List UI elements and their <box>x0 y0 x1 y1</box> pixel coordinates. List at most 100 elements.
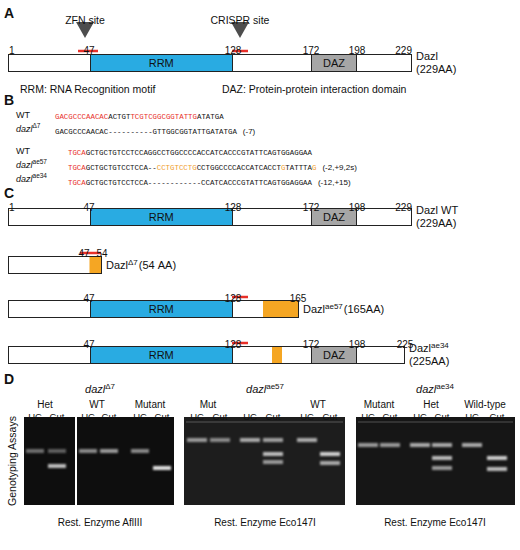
text-line: TGCAGCTGCTGTCCTCCAGGCCTGGCCCCACCATCACCCG… <box>68 140 312 159</box>
text-label: 128 <box>225 39 242 58</box>
annotation-text: Genotyping Assays <box>6 416 18 506</box>
lane-label: UC <box>465 411 479 422</box>
residue-number: 47 <box>78 248 89 259</box>
text-label: 47 <box>83 196 94 215</box>
protein-bar: Dazl (229AA)RRMDAZ <box>8 54 412 72</box>
allele-superscript: ae34 <box>436 382 454 391</box>
protein-name: Dazl <box>106 259 128 271</box>
gel-band <box>320 452 340 456</box>
protein-label: DazlΔ7(54 AA) <box>106 259 176 272</box>
text-label: Mutant <box>364 393 395 412</box>
allele-superscript: ae57 <box>325 302 343 311</box>
frameshift-segment <box>272 347 282 363</box>
residue-number: 172 <box>303 339 320 350</box>
sequence-segment: ATATGA <box>197 113 224 121</box>
protein-name: Dazl <box>303 303 325 315</box>
panel-letter: D <box>4 371 14 387</box>
gel-band <box>187 438 207 442</box>
annotation-text: RRM: RNA Recognition motif <box>20 83 155 95</box>
sequence-segment: GCTGCTGTCCTCCA-- <box>86 164 157 172</box>
text-label: UC <box>413 405 427 424</box>
domain-box: RRM <box>90 54 234 72</box>
text-label: Cut <box>266 405 281 424</box>
lane-label: Het <box>423 399 439 410</box>
lane-label: UC <box>413 411 427 422</box>
text-line: GACGCCCAACACACTGTTCGTCGGCGGTATTGATATGA <box>55 104 224 123</box>
panel-letter: C <box>4 185 14 201</box>
residue-number: 165 <box>290 293 307 304</box>
gel-band <box>48 449 66 453</box>
gel-band <box>297 438 317 442</box>
gel-band <box>100 449 118 453</box>
gel-band <box>487 467 507 471</box>
gel-band <box>263 438 283 442</box>
lane-label: Cut <box>435 411 450 422</box>
gel-band <box>240 438 260 442</box>
protein-bar: Dazlae34(225AA)RRMDAZ <box>8 346 405 364</box>
gel-band <box>131 449 149 453</box>
lane-label: Rest. Enzyme Eco147I <box>214 517 316 528</box>
lane-label: Cut <box>102 411 117 422</box>
text-label: Cut <box>102 405 117 424</box>
allele-superscript: ae57 <box>33 158 47 165</box>
lane-label: UC <box>190 411 204 422</box>
gel-wells <box>186 421 343 423</box>
mutation-note: (-2,+9,2s) <box>322 163 356 172</box>
text-label: Cut <box>383 405 398 424</box>
gel-band <box>380 443 400 447</box>
text-label: Rest. Enzyme Eco147I <box>214 511 316 530</box>
residue-number: 47 <box>83 293 94 304</box>
text-label: DAZ: Protein-protein interaction domain <box>222 78 406 97</box>
sequence-segment: TATTTA <box>285 164 312 172</box>
sequence-segment: TGCA <box>68 149 86 157</box>
text-label: UC <box>133 405 147 424</box>
residue-number: 198 <box>349 202 366 213</box>
allele-superscript: Δ7 <box>33 122 41 129</box>
sequence-segment: GACGCCCAACAC <box>55 113 108 121</box>
text-label: 165 <box>290 287 307 306</box>
protein-label: Dazl WT (229AA) <box>416 204 464 229</box>
protein-name: (225AA) <box>409 355 449 368</box>
lane-label: UC <box>300 411 314 422</box>
gel-background <box>184 417 345 505</box>
protein-bar: Dazlae57(165AA)RRM <box>8 300 299 318</box>
domain-box: RRM <box>90 300 234 318</box>
annotation-text: CRISPR site <box>211 14 270 26</box>
gel-band <box>263 460 283 464</box>
protein-name: (165AA) <box>344 303 384 315</box>
allele-superscript: ae34 <box>431 341 449 350</box>
text-label: UC <box>361 405 375 424</box>
text-label: Het <box>423 393 439 412</box>
gel-band <box>26 449 44 453</box>
text-line: dazlΔ7 <box>16 117 40 136</box>
lane-label: Cut <box>266 411 281 422</box>
gel-separator <box>75 417 77 505</box>
gel-band <box>462 443 482 447</box>
residue-number: 47 <box>83 339 94 350</box>
gel-background <box>356 417 515 505</box>
text-label: 229 <box>395 196 412 215</box>
sequence-segment: GCTGCTGTCCTCCAGGCCTGGCCCCACCATCACCCGTATT… <box>86 149 312 157</box>
panel-letter: A <box>4 5 14 21</box>
allele-name: WT <box>16 146 30 156</box>
text-label: WT <box>310 393 326 412</box>
text-line: dazlΔ7 <box>85 378 115 397</box>
sequence-segment: G <box>312 164 316 172</box>
text-label: A <box>4 3 14 22</box>
allele-superscript: ae34 <box>33 172 47 179</box>
text-label: C <box>4 183 14 202</box>
lane-label: Cut <box>383 411 398 422</box>
text-label: Cut <box>435 405 450 424</box>
text-label: 198 <box>349 196 366 215</box>
lane-label: Cut <box>155 411 170 422</box>
text-label: WT <box>16 139 30 158</box>
text-label: Het <box>37 393 53 412</box>
allele-name: dazl <box>416 383 436 395</box>
frameshift-segment <box>90 257 102 273</box>
text-label: 47 <box>83 287 94 306</box>
text-label: 47 <box>78 242 89 261</box>
text-line: dazlae34 <box>416 378 454 397</box>
gel-band <box>79 449 97 453</box>
